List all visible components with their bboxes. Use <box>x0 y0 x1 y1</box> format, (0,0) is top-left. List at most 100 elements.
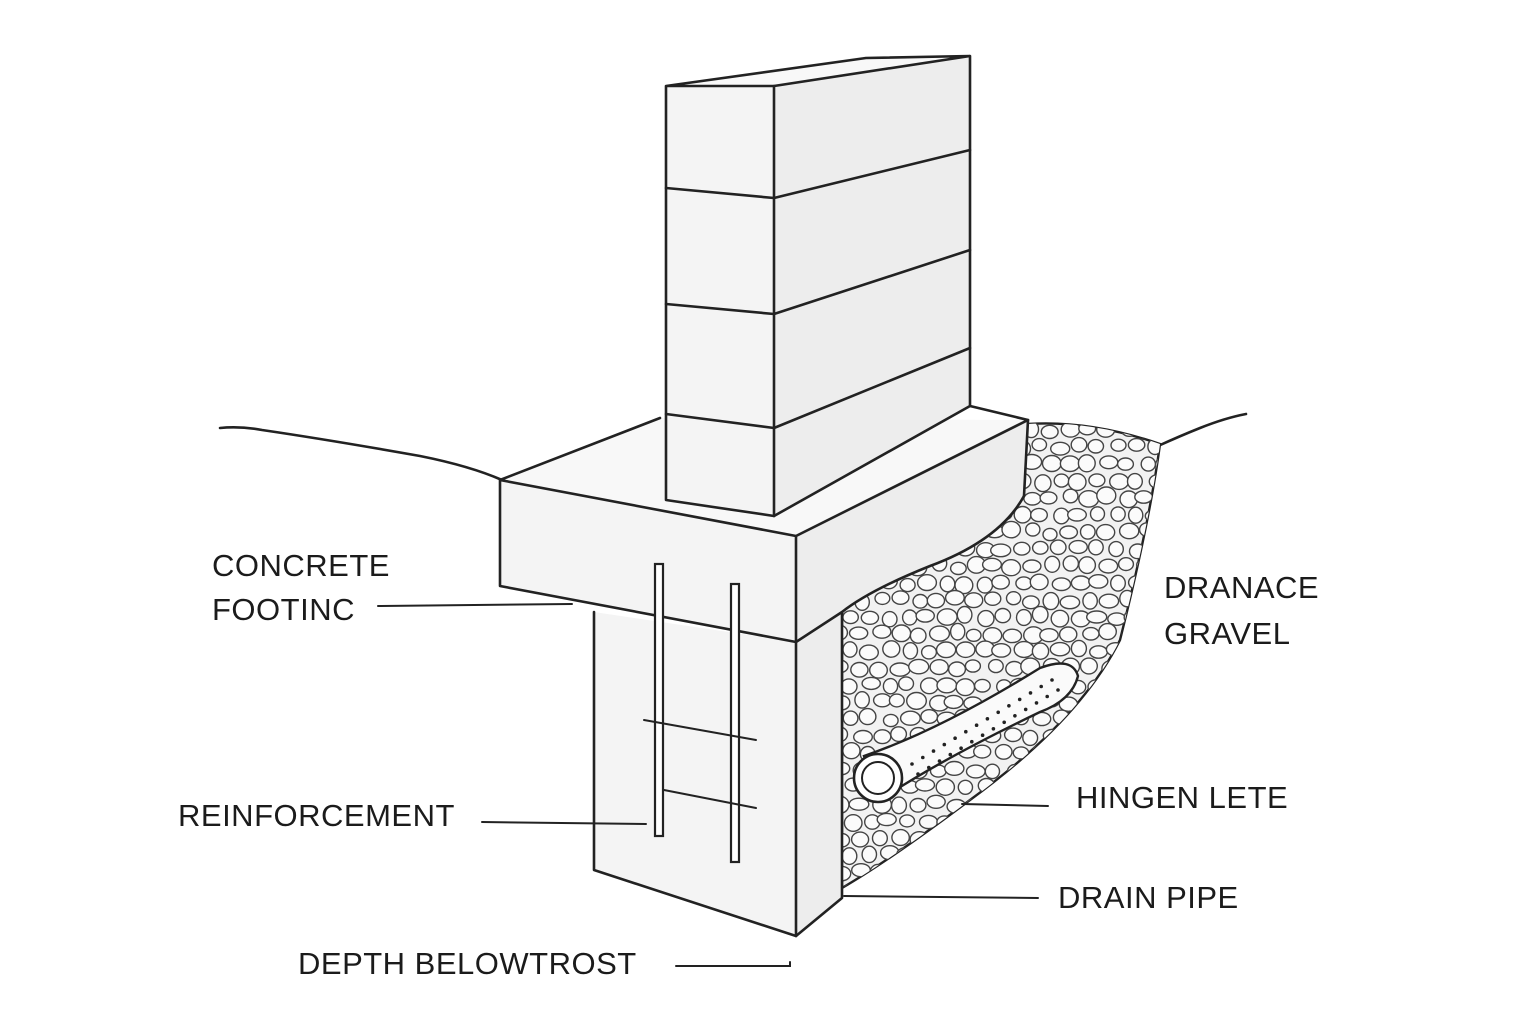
gravel-stone <box>1059 525 1079 540</box>
gravel-stone <box>957 779 974 795</box>
gravel-stone <box>935 641 957 659</box>
gravel-stone <box>936 848 955 863</box>
gravel-stone <box>1145 610 1160 629</box>
gravel-stone <box>1140 456 1157 472</box>
gravel-stone <box>1108 473 1130 491</box>
gravel-stone <box>991 643 1012 658</box>
gravel-stone <box>842 832 851 848</box>
pipe-perforation <box>996 710 1000 715</box>
gravel-stone <box>981 795 1002 811</box>
gravel-stone <box>1125 642 1142 659</box>
gravel-stone <box>1082 592 1099 610</box>
gravel-stone <box>1005 591 1022 606</box>
gravel-stone <box>1144 710 1160 728</box>
gravel-stone <box>842 678 858 695</box>
gravel-stone <box>1069 742 1086 760</box>
gravel-stone <box>1108 710 1126 727</box>
gravel-stone <box>949 561 967 576</box>
gravel-stone <box>842 710 859 727</box>
gravel-stone <box>1128 843 1145 862</box>
gravel-stone <box>1118 657 1139 674</box>
gravel-stone <box>1092 745 1109 759</box>
gravel-stone <box>1049 641 1071 657</box>
gravel-stone <box>1049 539 1067 556</box>
gravel-stone <box>1003 727 1023 743</box>
pipe-perforation <box>1034 701 1039 705</box>
gravel-stone <box>926 592 946 609</box>
gravel-stone <box>861 845 878 864</box>
gravel-stone <box>1116 726 1135 742</box>
gravel-stone <box>1042 591 1060 611</box>
gravel-stone <box>842 659 849 674</box>
gravel-stone <box>1015 576 1033 591</box>
gravel-stone <box>848 797 870 811</box>
gravel-stone <box>1021 595 1040 610</box>
gravel-stone <box>1153 829 1160 846</box>
gravel-stone <box>1022 559 1042 574</box>
gravel-stone <box>1069 813 1086 827</box>
gravel-stone <box>1117 556 1135 572</box>
gravel-stone <box>1153 759 1160 777</box>
gravel-stone <box>860 610 880 625</box>
gravel-stone <box>1031 744 1052 760</box>
gravel-stone <box>1115 861 1137 878</box>
gravel-stone <box>889 662 911 677</box>
gravel-stone <box>1149 642 1160 658</box>
gravel-stone <box>861 676 882 691</box>
footing-stem <box>592 610 844 938</box>
gravel-stone <box>1030 849 1051 863</box>
gravel-stone <box>1089 506 1106 522</box>
gravel-stone <box>1109 849 1127 864</box>
gravel-stone <box>842 726 849 743</box>
gravel-stone <box>1041 454 1062 473</box>
gravel-stone <box>1098 593 1120 609</box>
gravel-stone <box>1003 864 1024 880</box>
gravel-stone <box>1041 863 1060 879</box>
gravel-stone <box>899 577 916 593</box>
pipe-perforation <box>1013 714 1017 718</box>
pipe-perforation <box>942 742 947 747</box>
gravel-stone <box>1125 745 1147 762</box>
gravel-stone <box>1145 815 1160 830</box>
gravel-stone <box>850 661 869 678</box>
gravel-stone <box>851 863 872 878</box>
gravel-stone <box>1050 609 1070 628</box>
gravel-stone <box>1071 848 1092 864</box>
label-depth-below-frost: DEPTH BELOWTROST <box>298 946 637 981</box>
drain-pipe-graphic <box>852 662 1080 804</box>
label-drainage-gravel-line2: GRAVEL <box>1164 616 1290 651</box>
gravel-stone <box>936 815 953 829</box>
gravel-stone <box>1087 539 1104 556</box>
gravel-stone <box>1023 491 1042 506</box>
gravel-stone <box>1029 573 1049 591</box>
gravel-stone <box>881 610 898 628</box>
gravel-stone <box>1099 455 1119 470</box>
gravel-stone <box>1062 866 1082 881</box>
gravel-stone <box>936 608 958 626</box>
gravel-stone <box>1137 763 1155 779</box>
gravel-stone <box>1156 863 1160 882</box>
gravel-stone <box>1044 760 1061 778</box>
gravel-stone <box>842 761 851 776</box>
gravel-stone <box>882 640 901 658</box>
gravel-stone <box>1057 794 1078 812</box>
pipe-perforation <box>1028 691 1033 695</box>
gravel-stone <box>1030 883 1047 888</box>
gravel-stone <box>990 543 1012 558</box>
gravel-stone <box>906 691 928 710</box>
gravel-stone <box>1070 639 1088 658</box>
gravel-stone <box>1078 729 1098 744</box>
pipe-perforation <box>980 733 985 737</box>
gravel-stone <box>869 661 889 679</box>
gravel-stone <box>964 592 984 609</box>
gravel-stone <box>1001 830 1020 846</box>
gravel-stone <box>944 760 965 777</box>
gravel-stone <box>981 557 1003 572</box>
gravel-stone <box>909 627 927 644</box>
gravel-stone <box>909 797 927 813</box>
gravel-stone <box>1062 555 1080 572</box>
gravel-stone <box>882 713 899 728</box>
pipe-perforation <box>921 755 925 760</box>
gravel-stone <box>1145 845 1160 861</box>
